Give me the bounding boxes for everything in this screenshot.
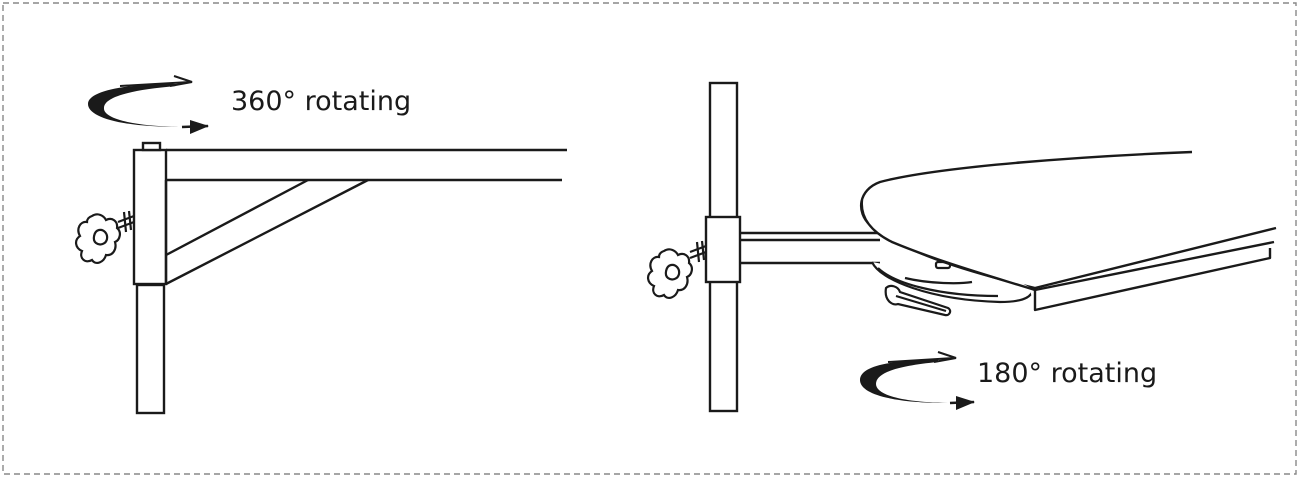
rotation-arrow-180 <box>860 351 975 410</box>
left-bracket-assembly <box>132 141 567 415</box>
clamp-lever-icon <box>884 284 952 317</box>
curved-rotation-arrow-icon <box>88 84 180 127</box>
rotation-360-label: 360° rotating <box>231 86 412 117</box>
left-knob <box>75 210 135 264</box>
left-post <box>135 283 166 415</box>
right-knob <box>647 240 707 299</box>
right-stand-assembly <box>704 81 895 413</box>
ironing-board <box>859 150 1277 312</box>
rotation-arrow-360 <box>88 75 209 134</box>
rotation-180-label: 180° rotating <box>977 358 1158 389</box>
turntable-mount <box>870 260 1034 317</box>
left-sleeve <box>132 148 168 286</box>
left-cap <box>141 141 162 152</box>
curved-rotation-arrow-icon <box>860 360 948 403</box>
right-sleeve <box>704 215 742 284</box>
